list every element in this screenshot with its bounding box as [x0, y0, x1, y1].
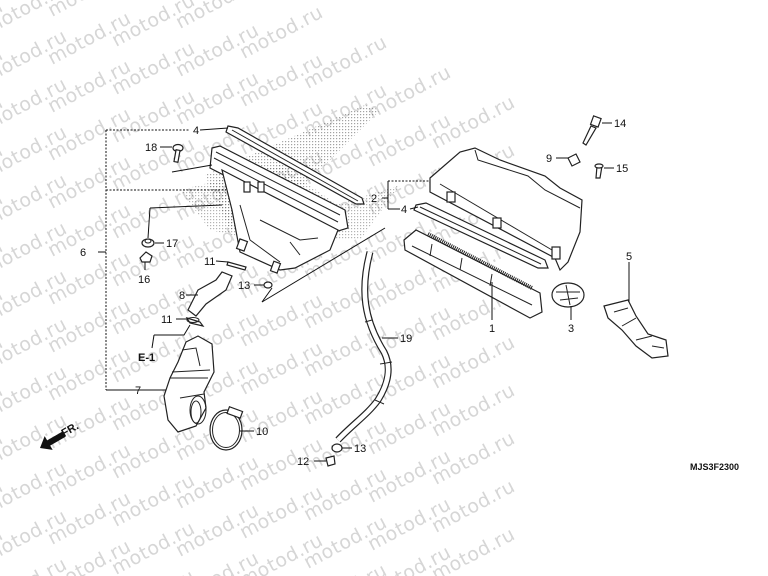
callout-2[interactable]: 2: [371, 193, 377, 205]
callout-9[interactable]: 9: [546, 153, 552, 165]
callout-16[interactable]: 14: [614, 118, 626, 130]
callout-12[interactable]: 12: [297, 456, 309, 468]
callout-15[interactable]: 17: [166, 238, 178, 250]
callout-11-upper[interactable]: 11: [204, 256, 215, 268]
drain-tube-8-shape[interactable]: [187, 271, 233, 317]
callout-19[interactable]: 19: [400, 333, 412, 345]
clip-13-hose-shape[interactable]: [331, 443, 343, 453]
callout-13-hose[interactable]: 13: [354, 443, 366, 455]
callout-8[interactable]: 8: [179, 290, 185, 302]
callout-6[interactable]: 6: [80, 247, 86, 259]
screw-17-shape[interactable]: [172, 143, 184, 163]
screw-18-shape[interactable]: [594, 163, 604, 179]
arrow-left-icon: [40, 431, 66, 450]
callout-1[interactable]: 1: [489, 323, 495, 335]
connecting-tube-7-shape[interactable]: [163, 335, 215, 433]
callout-17[interactable]: 18: [145, 142, 157, 154]
callout-13-case[interactable]: 13: [238, 280, 250, 292]
clip-11-upper-shape[interactable]: [226, 261, 247, 271]
air-cleaner-cover[interactable]: [429, 147, 583, 272]
clip-13-case-shape[interactable]: [263, 281, 273, 289]
plug-12-shape[interactable]: [325, 455, 336, 467]
diagram-code: MJS3F2300: [690, 462, 739, 472]
air-filter-element-1-shape[interactable]: [403, 229, 543, 319]
air-cleaner-case[interactable]: [209, 125, 365, 274]
band-clamp-10-shape[interactable]: [209, 406, 244, 451]
grommet-9-shape[interactable]: [567, 153, 581, 167]
callout-3[interactable]: 3: [568, 323, 574, 335]
callout-14[interactable]: 16: [138, 274, 150, 286]
callout-4-right[interactable]: 4: [401, 204, 407, 216]
callout-10[interactable]: 10: [256, 426, 268, 438]
callout-labels: 4 18 6 17 16 11 13 8 11 E-1 7 10 19 13 1…: [80, 118, 632, 468]
intake-duct-5-shape[interactable]: [603, 299, 669, 359]
callout-7[interactable]: 7: [135, 385, 141, 397]
intake-cap-3-shape[interactable]: [551, 282, 585, 308]
reference-e1[interactable]: E-1: [138, 352, 155, 364]
callout-4-left[interactable]: 4: [193, 125, 199, 137]
callout-5[interactable]: 5: [626, 251, 632, 263]
bolt-16-shape[interactable]: [582, 115, 602, 146]
leader-lines: [98, 122, 630, 462]
collar-14-shape[interactable]: [139, 251, 153, 263]
callout-11-lower[interactable]: 11: [161, 314, 172, 326]
grommet-15-shape[interactable]: [141, 238, 155, 248]
callout-18[interactable]: 15: [616, 163, 628, 175]
front-direction-marker: FR.: [40, 420, 81, 450]
breather-hose-19-shape[interactable]: [335, 251, 393, 443]
fr-label: FR.: [60, 420, 81, 439]
